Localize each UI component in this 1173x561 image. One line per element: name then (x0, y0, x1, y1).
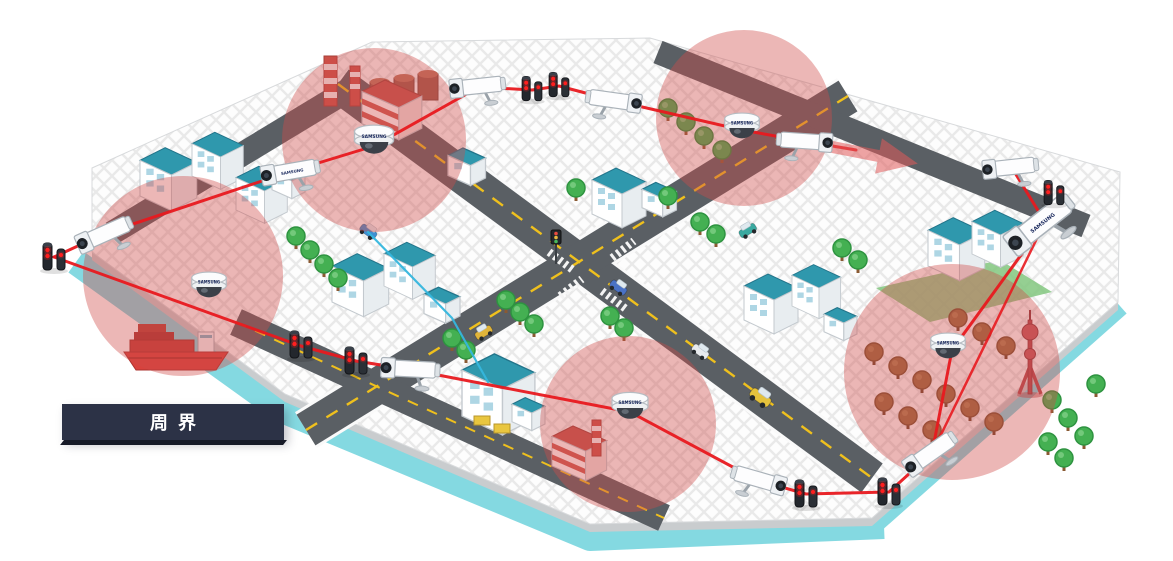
buildings (139, 55, 1024, 482)
traffic-light (550, 229, 562, 264)
link-line (366, 230, 490, 384)
tree (1054, 448, 1074, 472)
tree (1086, 374, 1106, 398)
dome-camera: SAMSUNG (353, 124, 395, 155)
detection-zone (540, 336, 716, 512)
dome-camera: SAMSUNG (724, 112, 760, 139)
detection-zone (844, 264, 1060, 480)
perimeter-label-banner: 周界 (62, 404, 284, 440)
security-devices: SAMSUNG SAMSUNG SAMSUNG SAMSUNG SAMSUNG SAMSU… (39, 71, 1090, 512)
bullet-camera: SAMSUNG (999, 187, 1090, 272)
tv-tower (1017, 310, 1043, 398)
perimeter-cross-line (930, 220, 1047, 455)
perimeter-label: 周界 (150, 413, 206, 433)
stall (473, 415, 491, 426)
tree (1058, 408, 1078, 432)
tree (1074, 426, 1094, 450)
stall (493, 423, 511, 434)
crosswalk (546, 237, 637, 313)
tree (1038, 432, 1058, 456)
brand-label: SAMSUNG (361, 134, 386, 140)
brand-label: SAMSUNG (281, 167, 304, 176)
brand-label: SAMSUNG (937, 340, 959, 345)
brand-label: SAMSUNG (198, 279, 220, 284)
brand-label: SAMSUNG (731, 120, 753, 125)
perimeter-line (52, 84, 858, 259)
flow-arrow-icon (814, 137, 918, 174)
factory (323, 55, 439, 141)
cargo-ship (123, 324, 229, 371)
bullet-camera: SAMSUNG (257, 154, 325, 200)
grass-patch (876, 260, 1052, 322)
brand-label: SAMSUNG (618, 400, 642, 405)
dome-camera: SAMSUNG (611, 391, 649, 420)
dome-camera: SAMSUNG (930, 332, 966, 359)
landmarks (123, 229, 1043, 398)
dome-camera: SAMSUNG (191, 271, 227, 298)
